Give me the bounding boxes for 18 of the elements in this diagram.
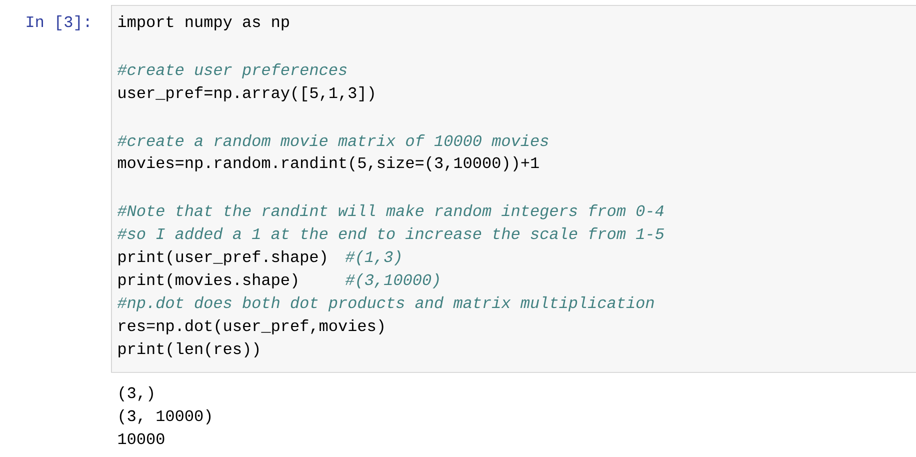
- code-comment: #create user preferences: [117, 63, 347, 78]
- code-line: print(user_pref.shape): [118, 250, 326, 266]
- code-line: user_pref=np.array([5,1,3]): [118, 86, 374, 102]
- code-comment: #so I added a 1 at the end to increase the scale from 1-5: [117, 227, 664, 240]
- code-comment: #(3,10000): [345, 273, 439, 288]
- code-line: import numpy as np: [118, 15, 289, 30]
- code-line: print(movies.shape): [118, 273, 297, 288]
- code-line: movies=np.random.randint(5,size=(3,10000))+1: [118, 156, 539, 172]
- cell-prompt: In [3]:: [26, 15, 89, 30]
- code-comment: #Note that the randint will make random integers from 0-4: [117, 204, 664, 220]
- code-comment: #create a random movie matrix of 10000 movies: [117, 134, 548, 146]
- code-cell: [111, 5, 916, 373]
- code-comment: #(1,3): [345, 250, 400, 266]
- output-line: 10000: [118, 433, 164, 444]
- code-line: res=np.dot(user_pref,movies): [119, 319, 384, 334]
- code-line: print(len(res)): [118, 342, 259, 358]
- code-comment: #np.dot does both dot products and matrix multiplication: [117, 296, 654, 312]
- output-line: (3, 10000): [120, 409, 211, 424]
